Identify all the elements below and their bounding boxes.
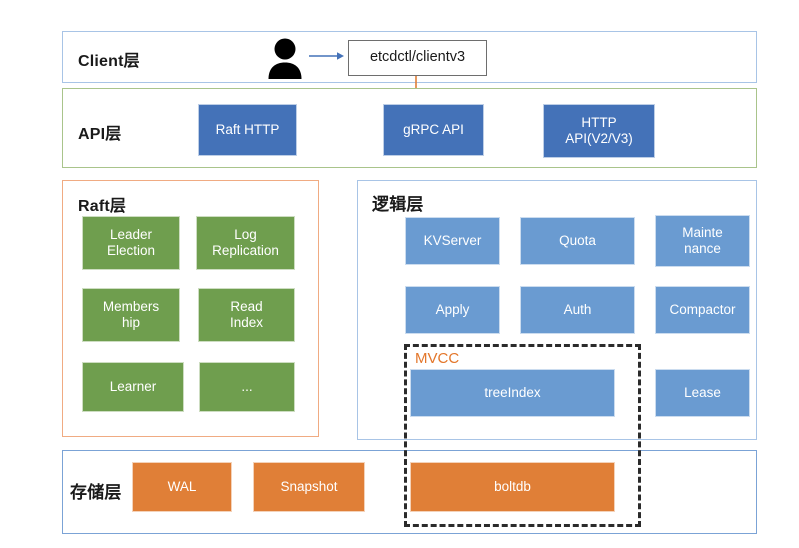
client-layer-title: Client层 xyxy=(78,53,140,70)
logic-node-compactor[interactable]: Compactor xyxy=(655,286,750,334)
storage-node-wal[interactable]: WAL xyxy=(132,462,232,512)
logic-node-apply[interactable]: Apply xyxy=(405,286,500,334)
mvcc-group-label: MVCC xyxy=(415,350,460,367)
logic-node-kvserver[interactable]: KVServer xyxy=(405,217,500,265)
api-node-grpc-api[interactable]: gRPC API xyxy=(383,104,484,156)
raft-node-membership[interactable]: Members hip xyxy=(82,288,180,342)
logic-node-treeindex[interactable]: treeIndex xyxy=(410,369,615,417)
etcdctl-client-box[interactable]: etcdctl/clientv3 xyxy=(348,40,487,76)
api-layer-title: API层 xyxy=(78,126,122,143)
logic-node-maintenance[interactable]: Mainte nance xyxy=(655,215,750,267)
logic-node-lease[interactable]: Lease xyxy=(655,369,750,417)
logic-layer-title: 逻辑层 xyxy=(372,195,424,214)
storage-node-snapshot[interactable]: Snapshot xyxy=(253,462,365,512)
raft-node-learner[interactable]: Learner xyxy=(82,362,184,412)
raft-node-log-replication[interactable]: Log Replication xyxy=(196,216,295,270)
raft-node-leader-election[interactable]: Leader Election xyxy=(82,216,180,270)
raft-node-ellipsis[interactable]: ... xyxy=(199,362,295,412)
logic-node-auth[interactable]: Auth xyxy=(520,286,635,334)
api-node-http-api-v2-v3[interactable]: HTTP API(V2/V3) xyxy=(543,104,655,158)
storage-layer-title: 存储层 xyxy=(70,483,122,502)
storage-node-boltdb[interactable]: boltdb xyxy=(410,462,615,512)
raft-layer-title: Raft层 xyxy=(78,198,127,215)
api-node-raft-http[interactable]: Raft HTTP xyxy=(198,104,297,156)
raft-node-read-index[interactable]: Read Index xyxy=(198,288,295,342)
person-icon xyxy=(265,37,305,79)
logic-node-quota[interactable]: Quota xyxy=(520,217,635,265)
user-to-client-arrow xyxy=(309,48,345,64)
